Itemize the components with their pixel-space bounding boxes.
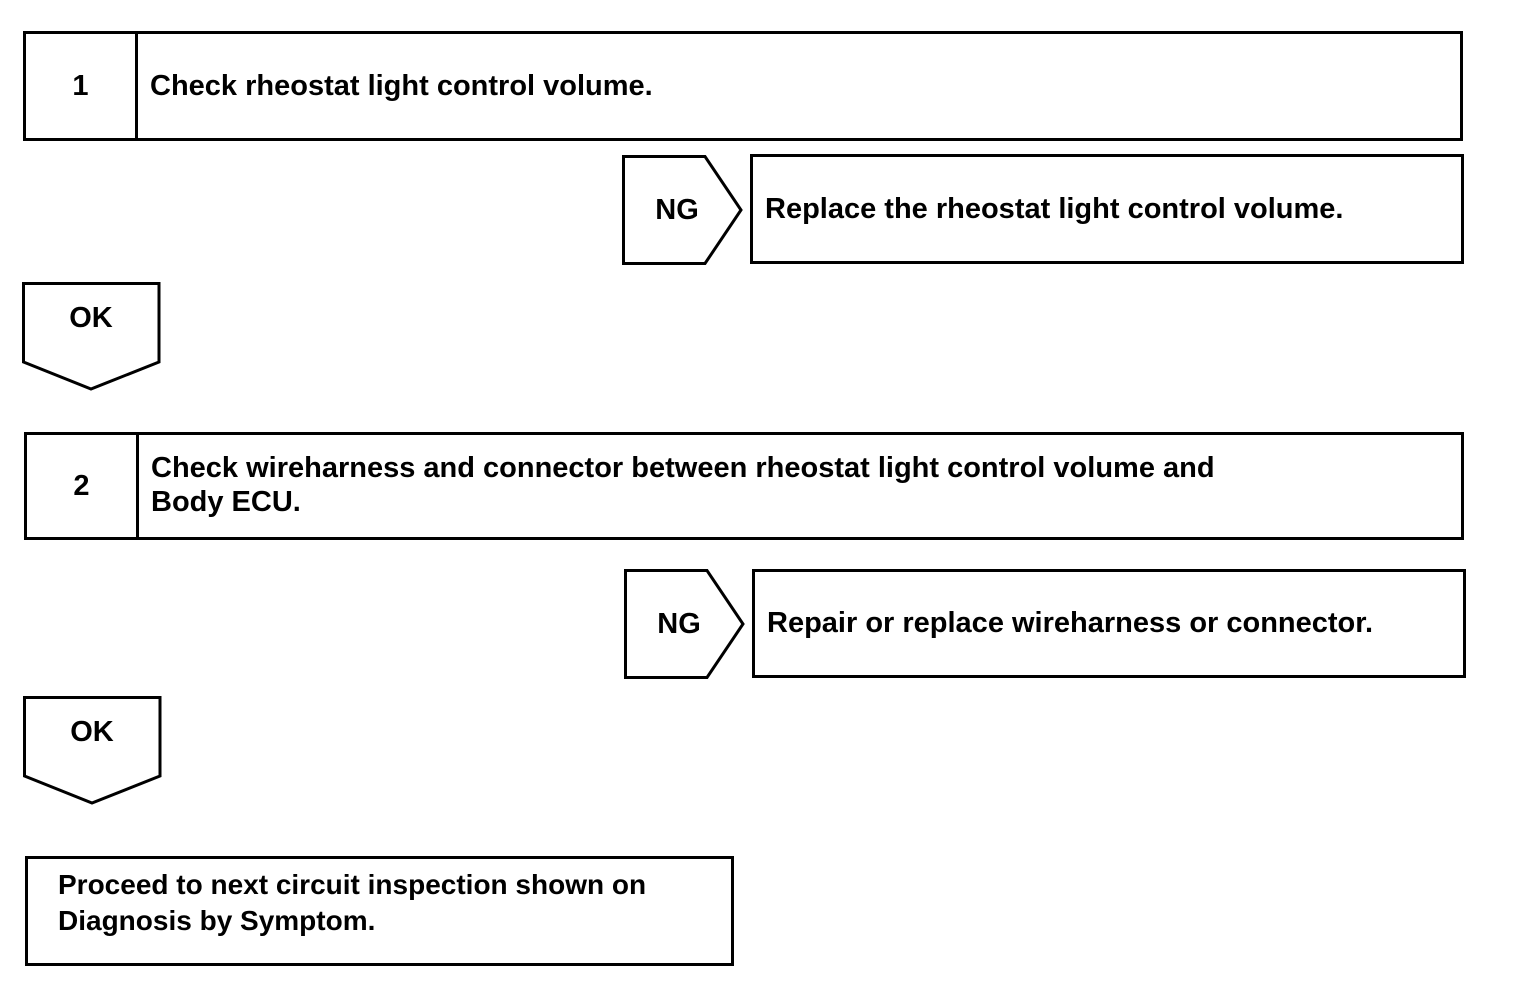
ng-arrow-2: NG	[624, 569, 746, 679]
ng-arrow-1: NG	[622, 155, 744, 265]
step-2-text-line-1: Check wireharness and connector between …	[151, 452, 1215, 484]
step-1-box: 1 Check rheostat light control volume.	[23, 31, 1463, 141]
step-2-box: 2 Check wireharness and connector betwee…	[24, 432, 1464, 540]
step-1-text: Check rheostat light control volume.	[150, 70, 653, 102]
ok-arrow-2: OK	[23, 696, 163, 806]
step-2-text-line-2: Body ECU.	[151, 486, 301, 518]
down-arrow-pentagon-icon	[23, 696, 162, 805]
ok-label-1: OK	[69, 302, 113, 334]
ng-action-1: Replace the rheostat light control volum…	[750, 154, 1464, 264]
step-2-text: Check wireharness and connector between …	[139, 435, 1461, 537]
ok-arrow-1: OK	[22, 282, 162, 392]
ng-action-2: Repair or replace wireharness or connect…	[752, 569, 1466, 678]
step-2-number: 2	[27, 435, 139, 537]
ok-label-2: OK	[70, 716, 114, 748]
final-instruction-line-2: Diagnosis by Symptom.	[58, 905, 376, 936]
step-1-number: 1	[26, 34, 138, 138]
right-arrow-pentagon-icon	[624, 569, 745, 679]
ng-label-1: NG	[655, 193, 699, 226]
final-instruction-box: Proceed to next circuit inspection shown…	[25, 856, 734, 966]
right-arrow-pentagon-icon	[622, 155, 743, 265]
ng-label-2: NG	[657, 607, 701, 640]
down-arrow-pentagon-icon	[22, 282, 161, 391]
final-instruction-line-1: Proceed to next circuit inspection shown…	[58, 869, 647, 900]
